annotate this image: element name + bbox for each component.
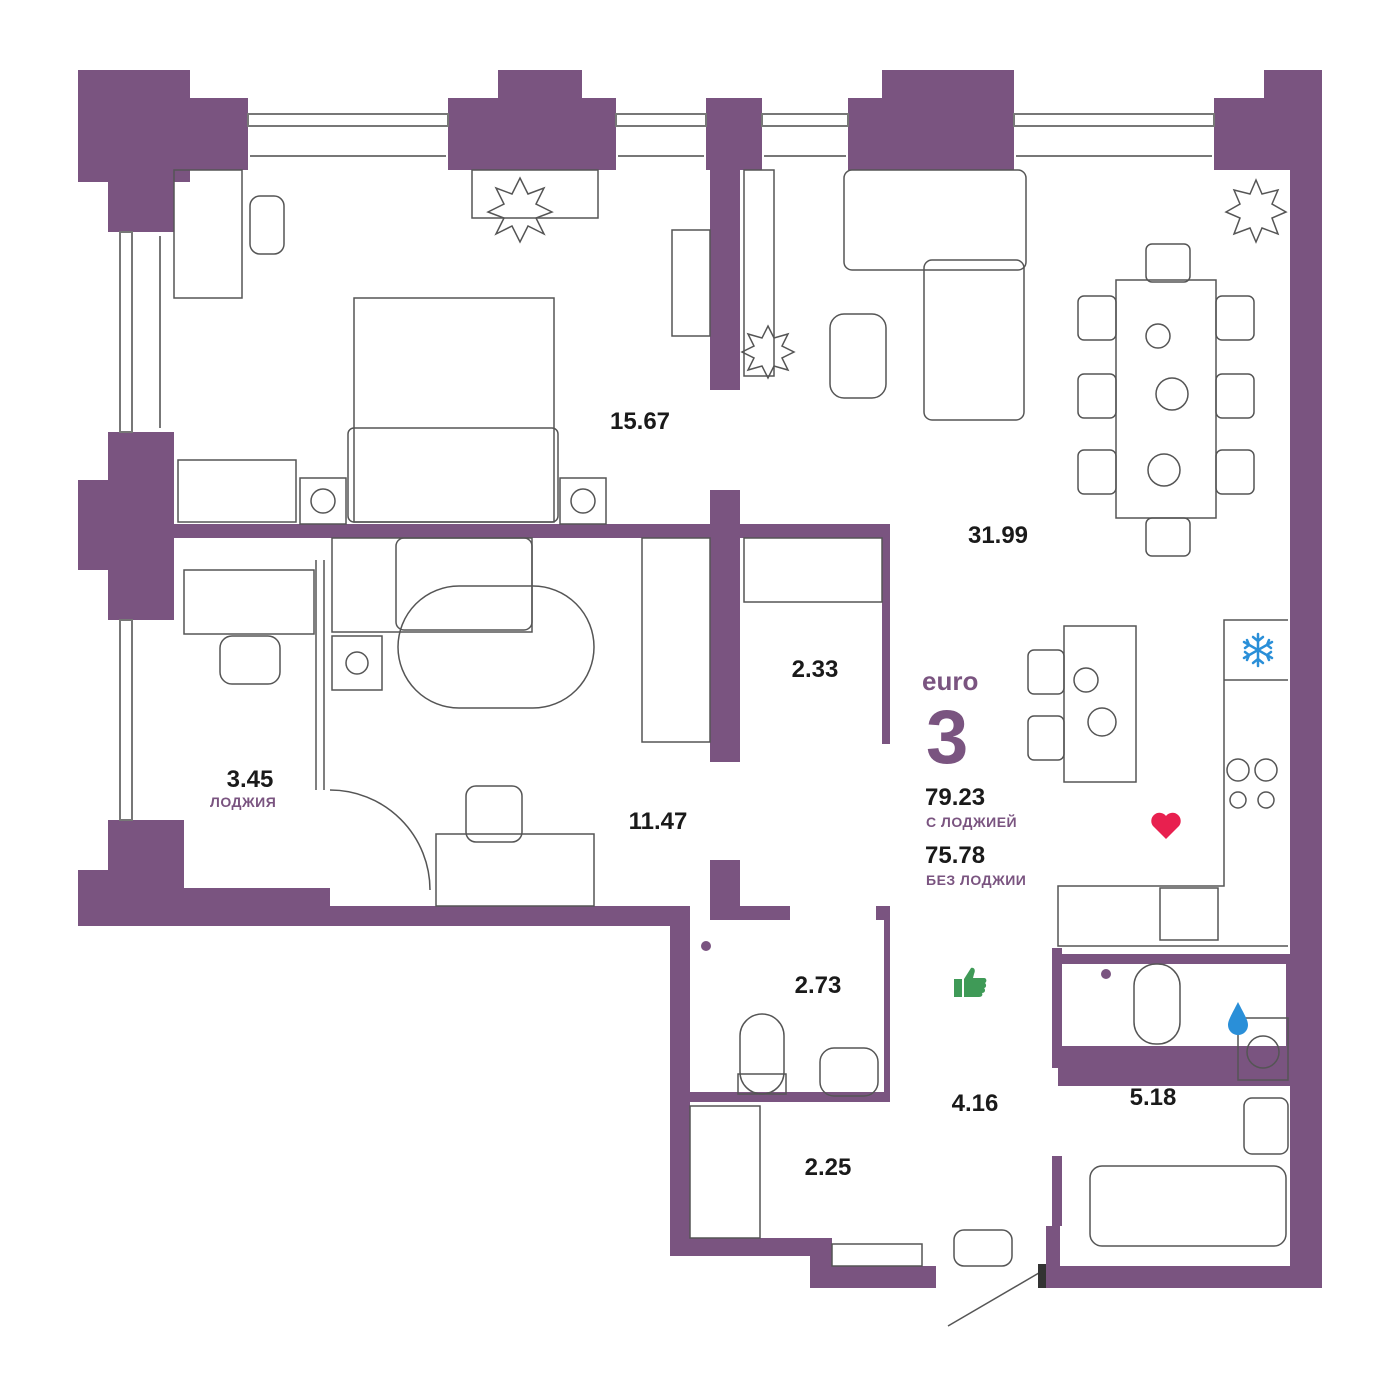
room-area-closet-upper: 2.33 bbox=[791, 656, 839, 683]
room-area-hall: 4.16 bbox=[951, 1090, 999, 1117]
room-caption-loggia: ЛОДЖИЯ bbox=[210, 794, 277, 810]
room-area-loggia: 3.45 bbox=[226, 766, 274, 793]
area-without-loggia: 75.78 bbox=[925, 842, 986, 869]
room-area-bedroom: 15.67 bbox=[609, 408, 671, 435]
room-area-wc: 2.73 bbox=[794, 972, 842, 999]
room-area-closet-lower: 2.25 bbox=[804, 1154, 852, 1181]
snowflake-icon bbox=[1242, 632, 1274, 668]
plants bbox=[486, 176, 1288, 380]
water-drop-icon bbox=[1228, 1002, 1248, 1035]
entry-door-stop bbox=[1038, 1264, 1046, 1288]
furniture bbox=[173, 169, 1289, 1327]
room-area-bedroom-2: 11.47 bbox=[628, 808, 688, 835]
apartment-type: euro bbox=[922, 666, 979, 696]
area-without-loggia-caption: БЕЗ ЛОДЖИИ bbox=[926, 872, 1027, 888]
apartment-rooms: 3 bbox=[926, 695, 969, 780]
area-with-loggia-caption: С ЛОДЖИЕЙ bbox=[926, 814, 1018, 830]
sewer-dots bbox=[701, 941, 1111, 979]
room-area-living-kitchen: 31.99 bbox=[967, 522, 1029, 549]
heart-icon bbox=[1151, 812, 1181, 839]
room-area-bathroom: 5.18 bbox=[1129, 1084, 1177, 1111]
walls bbox=[78, 70, 1322, 1288]
area-with-loggia: 79.23 bbox=[925, 784, 986, 811]
thumbs-up-icon bbox=[954, 967, 987, 997]
windows bbox=[119, 113, 1215, 821]
